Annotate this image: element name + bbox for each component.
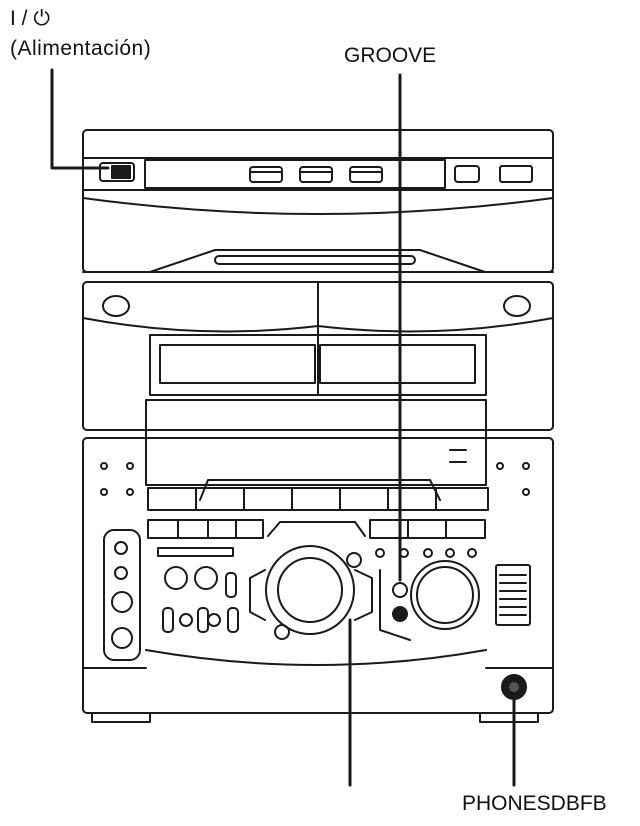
power-leader <box>50 68 110 170</box>
round-button[interactable] <box>445 548 455 558</box>
round-button[interactable] <box>423 548 433 558</box>
disc-button-1[interactable] <box>249 166 283 183</box>
middle-unit <box>82 281 554 431</box>
open-close-button[interactable] <box>454 165 480 183</box>
volume-knob[interactable] <box>410 560 480 630</box>
power-symbol-label: I / ⏻ <box>10 7 50 30</box>
power-button[interactable] <box>99 162 135 182</box>
mic-jack[interactable] <box>111 591 133 613</box>
indicator-dot <box>522 488 530 496</box>
disc-button-2[interactable] <box>299 166 333 183</box>
small-knob[interactable] <box>114 541 128 555</box>
dial-button[interactable] <box>346 552 362 568</box>
dbfb-button[interactable] <box>392 606 408 622</box>
indicator-dot <box>522 462 530 470</box>
indicator-dot <box>100 462 108 470</box>
bottom-unit <box>82 399 554 723</box>
indicator-dot <box>126 462 134 470</box>
dial-button[interactable] <box>274 624 290 640</box>
power-button-indicator <box>111 165 131 179</box>
eq-knob[interactable] <box>164 566 188 590</box>
small-knob[interactable] <box>179 613 193 627</box>
disc-slot <box>214 255 416 265</box>
eq-knob[interactable] <box>194 566 218 590</box>
small-knob[interactable] <box>114 566 128 580</box>
indicator-dot <box>100 488 108 496</box>
disc-button-3[interactable] <box>349 166 383 183</box>
power-label: (Alimentación) <box>10 37 152 60</box>
phones-label: PHONESDBFB <box>462 792 607 815</box>
jog-dial[interactable] <box>277 557 343 623</box>
right-eject-knob[interactable] <box>503 295 531 317</box>
small-knob[interactable] <box>207 613 221 627</box>
round-button[interactable] <box>375 548 385 558</box>
leader-lines <box>50 68 516 787</box>
round-button[interactable] <box>467 548 477 558</box>
top-unit <box>82 129 554 273</box>
indicator-dot <box>126 488 134 496</box>
tape-window-left <box>159 344 316 384</box>
groove-label: GROOVE <box>344 44 437 67</box>
eject-button[interactable] <box>499 165 533 183</box>
indicator-dot <box>496 462 504 470</box>
jog-dial-outer[interactable] <box>265 545 355 635</box>
mic-jack[interactable] <box>111 627 133 649</box>
left-eject-knob[interactable] <box>102 295 130 317</box>
tape-window-right <box>319 344 476 384</box>
level-meter <box>495 564 531 626</box>
groove-button[interactable] <box>392 582 408 598</box>
